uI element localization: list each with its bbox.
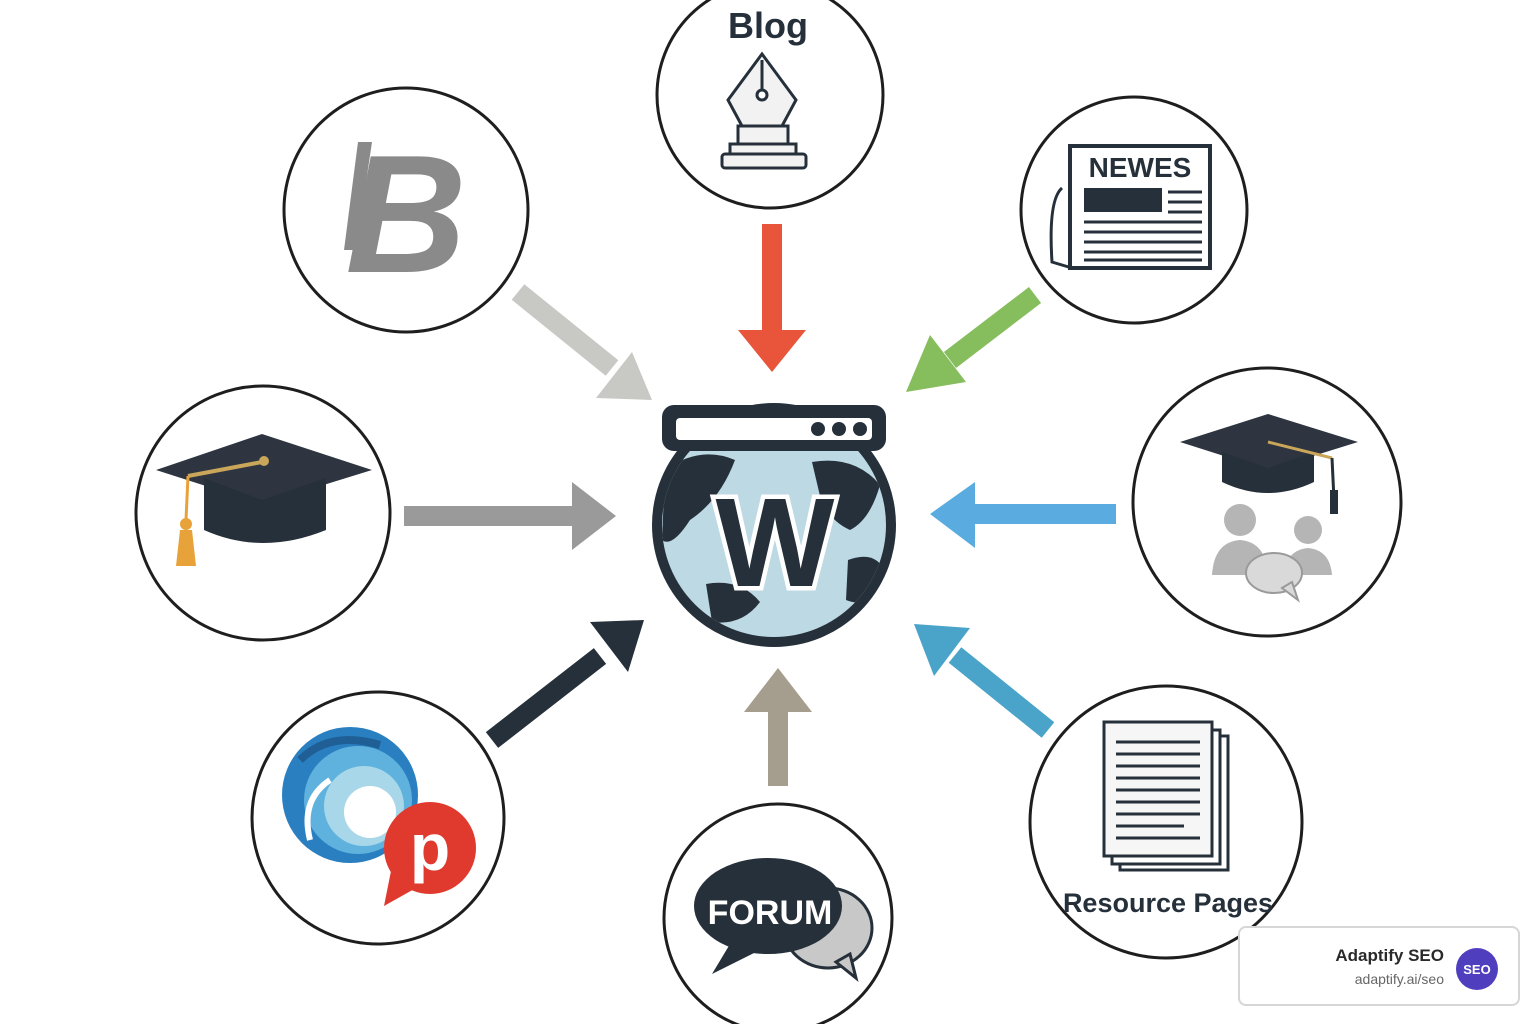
badge-url[interactable]: adaptify.ai/seo [1354, 971, 1444, 987]
blog-label: Blog [728, 5, 808, 46]
resource-pages-label: Resource Pages [1063, 888, 1273, 918]
arrow-social-platforms [485, 620, 644, 748]
node-social-platforms: p [250, 690, 506, 946]
fountain-pen-icon [720, 51, 808, 170]
node-education [134, 384, 392, 642]
graduation-cap-users-icon [1180, 414, 1358, 603]
arrow-resource-pages [914, 624, 1055, 738]
node-education-community [1131, 366, 1403, 638]
document-stack-icon [1102, 720, 1230, 872]
stylized-b-logo-icon: B [344, 120, 467, 308]
arrow-blog [738, 224, 806, 372]
node-resource-pages: Resource Pages [1028, 684, 1304, 960]
adaptify-seo-badge[interactable]: Adaptify SEO adaptify.ai/seo SEO [1238, 926, 1520, 1006]
b-logo-letter: B [345, 120, 466, 308]
seo-logo-icon: SEO [1456, 948, 1498, 990]
node-forum: FORUM [662, 802, 894, 1024]
news-label: NEWES [1089, 152, 1192, 183]
arrow-b-logo [511, 284, 652, 400]
node-news: NEWES [1019, 95, 1249, 325]
node-b-logo: B [282, 86, 530, 334]
badge-title: Adaptify SEO [1335, 946, 1444, 965]
arrow-education-community [930, 482, 1116, 548]
forum-label: FORUM [708, 894, 833, 932]
arrow-news [906, 287, 1042, 392]
center-w-letter: W [716, 472, 835, 613]
speech-bubbles-icon: FORUM [694, 858, 874, 982]
center-website-node: W [652, 403, 896, 647]
arrow-education [404, 482, 616, 550]
node-blog: Blog [655, 0, 885, 210]
arrow-forum [744, 668, 812, 786]
newspaper-icon: NEWES [1049, 144, 1212, 270]
swirl-pinterest-icon: p [282, 727, 476, 906]
social-p-letter: p [410, 810, 450, 884]
graduation-cap-icon [156, 434, 372, 566]
